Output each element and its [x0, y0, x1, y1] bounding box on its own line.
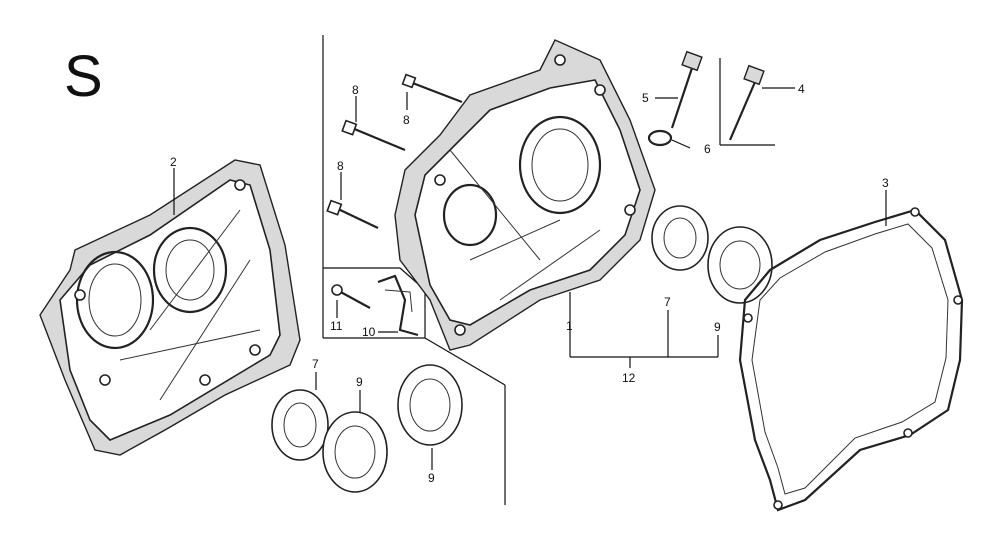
- callout-9-right: 9: [714, 320, 721, 334]
- crankcase-part: [394, 39, 656, 351]
- callout-12: 12: [622, 371, 636, 385]
- callout-3: 3: [882, 176, 889, 190]
- callout-4: 4: [798, 82, 805, 96]
- dipstick-parts: [647, 50, 765, 147]
- callout-1: 1: [566, 319, 573, 333]
- leader-lines: [173, 87, 887, 470]
- callout-5: 5: [642, 91, 649, 105]
- bearing-seal-parts: [271, 205, 773, 493]
- frame-lines: [322, 35, 775, 505]
- section-letter: S: [64, 44, 103, 109]
- callout-2: 2: [170, 155, 177, 169]
- callout-8-low: 8: [337, 159, 344, 173]
- callout-7-right: 7: [664, 295, 671, 309]
- callout-7-left: 7: [312, 357, 319, 371]
- gasket-part: [738, 207, 964, 512]
- callout-9-left: 9: [356, 375, 363, 389]
- callout-8-mid: 8: [403, 113, 410, 127]
- callout-9-bottom: 9: [428, 471, 435, 485]
- callout-10: 10: [362, 325, 376, 339]
- breather-parts: [331, 274, 419, 337]
- crankcase-cover-part: [39, 159, 301, 456]
- callout-labels: 2 1 3 4 5 6 7 7 8 8 8 9 9 9 10 11 12: [170, 82, 889, 485]
- bolt-parts: [326, 73, 463, 229]
- callout-6: 6: [704, 142, 711, 156]
- callout-11: 11: [330, 319, 343, 333]
- callout-8-top: 8: [352, 83, 359, 97]
